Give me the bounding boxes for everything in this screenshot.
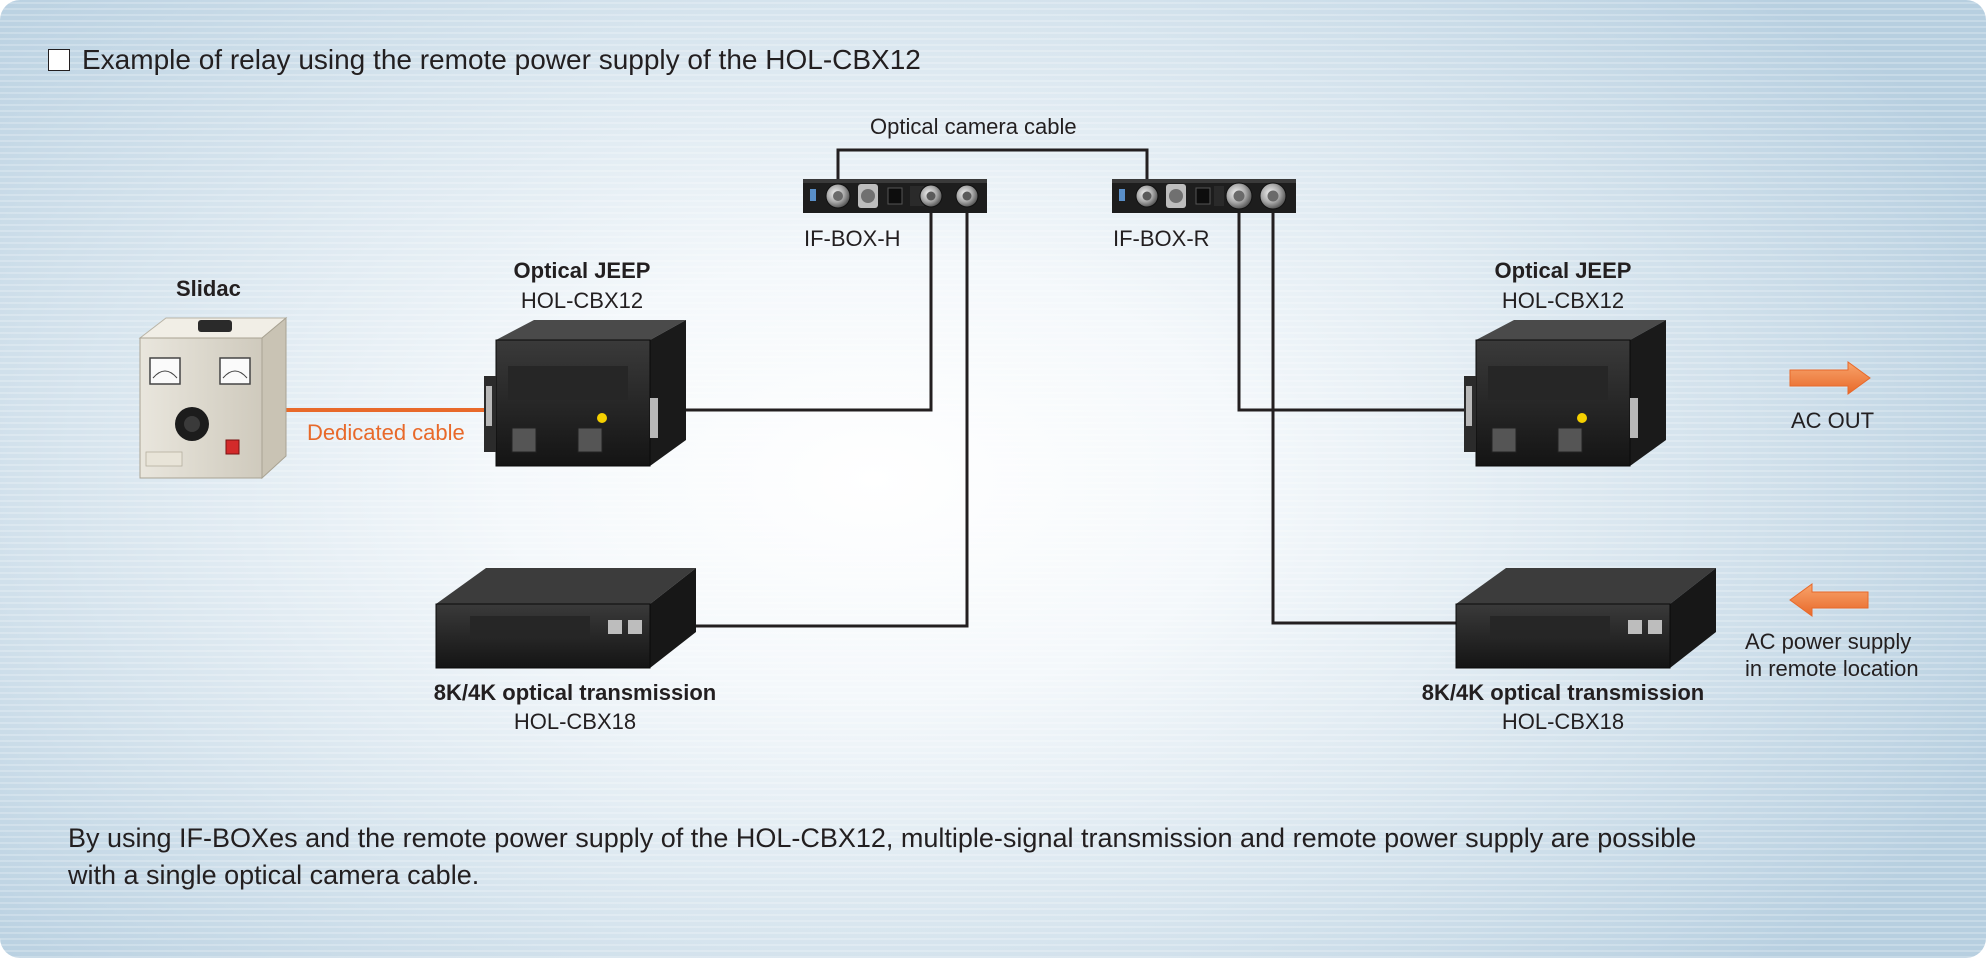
transmission-right-model: HOL-CBX18 <box>1501 709 1625 734</box>
optical-jeep-right-device <box>1464 320 1666 467</box>
cable-ifbox-h-to-cbx18-left <box>692 200 969 628</box>
ac-out-label: AC OUT <box>1791 408 1875 433</box>
ifbox-r-label: IF-BOX-R <box>1113 226 1210 251</box>
transmission-right-name: 8K/4K optical transmission <box>1421 680 1705 705</box>
dedicated-cable-label: Dedicated cable <box>307 420 465 445</box>
optical-camera-cable-label: Optical camera cable <box>870 114 1077 139</box>
jeep-right-name: Optical JEEP <box>1494 258 1632 283</box>
header-title: Example of relay using the remote power … <box>82 44 921 75</box>
jeep-left-name: Optical JEEP <box>513 258 651 283</box>
ifbox-h-device <box>803 179 987 213</box>
cbx18-left-device <box>435 568 696 669</box>
ac-out-arrow-icon <box>1789 361 1871 395</box>
cable-ifbox-r-to-jeep-right <box>1237 200 1468 412</box>
optical-camera-cable-line <box>836 148 1149 186</box>
header: Example of relay using the remote power … <box>48 44 921 76</box>
transmission-left-model: HOL-CBX18 <box>513 709 637 734</box>
ac-supply-label-line1: AC power supply <box>1745 629 1912 654</box>
transmission-left-name: 8K/4K optical transmission <box>433 680 717 705</box>
slidac-label: Slidac <box>176 276 241 301</box>
checkbox-square-icon <box>48 49 70 71</box>
caption-line-1: By using IF-BOXes and the remote power s… <box>68 823 1697 853</box>
ac-supply-arrow-icon <box>1789 583 1869 617</box>
ac-supply-label-line2: in remote location <box>1745 656 1919 681</box>
slidac-device <box>138 316 288 480</box>
ifbox-h-label: IF-BOX-H <box>804 226 901 251</box>
cables <box>672 148 1468 628</box>
cable-ifbox-r-to-cbx18-right <box>1271 200 1458 625</box>
jeep-right-model: HOL-CBX12 <box>1501 288 1625 313</box>
optical-jeep-left-device <box>484 320 686 467</box>
cbx18-right-device <box>1455 568 1716 669</box>
ifbox-r-device <box>1112 179 1296 213</box>
jeep-left-model: HOL-CBX12 <box>520 288 644 313</box>
caption: By using IF-BOXes and the remote power s… <box>68 820 1868 894</box>
caption-line-2: with a single optical camera cable. <box>68 860 480 890</box>
cable-ifbox-h-to-jeep-left <box>672 200 933 412</box>
